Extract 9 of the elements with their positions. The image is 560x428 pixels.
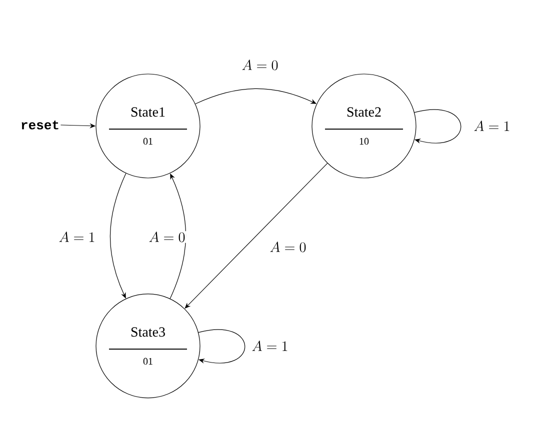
arrow: [198, 330, 246, 364]
edge-label: $A=1$: [58, 231, 96, 243]
edge-label: $A=1$: [472, 120, 512, 132]
edge-label: $A=0$: [148, 231, 186, 243]
arrow: [414, 110, 462, 144]
edge-label: $A=0$: [240, 59, 280, 71]
edge-label: $A=1$: [250, 340, 290, 352]
edge-label: $A=0$: [268, 241, 308, 253]
reset-label: reset: [22, 120, 58, 130]
